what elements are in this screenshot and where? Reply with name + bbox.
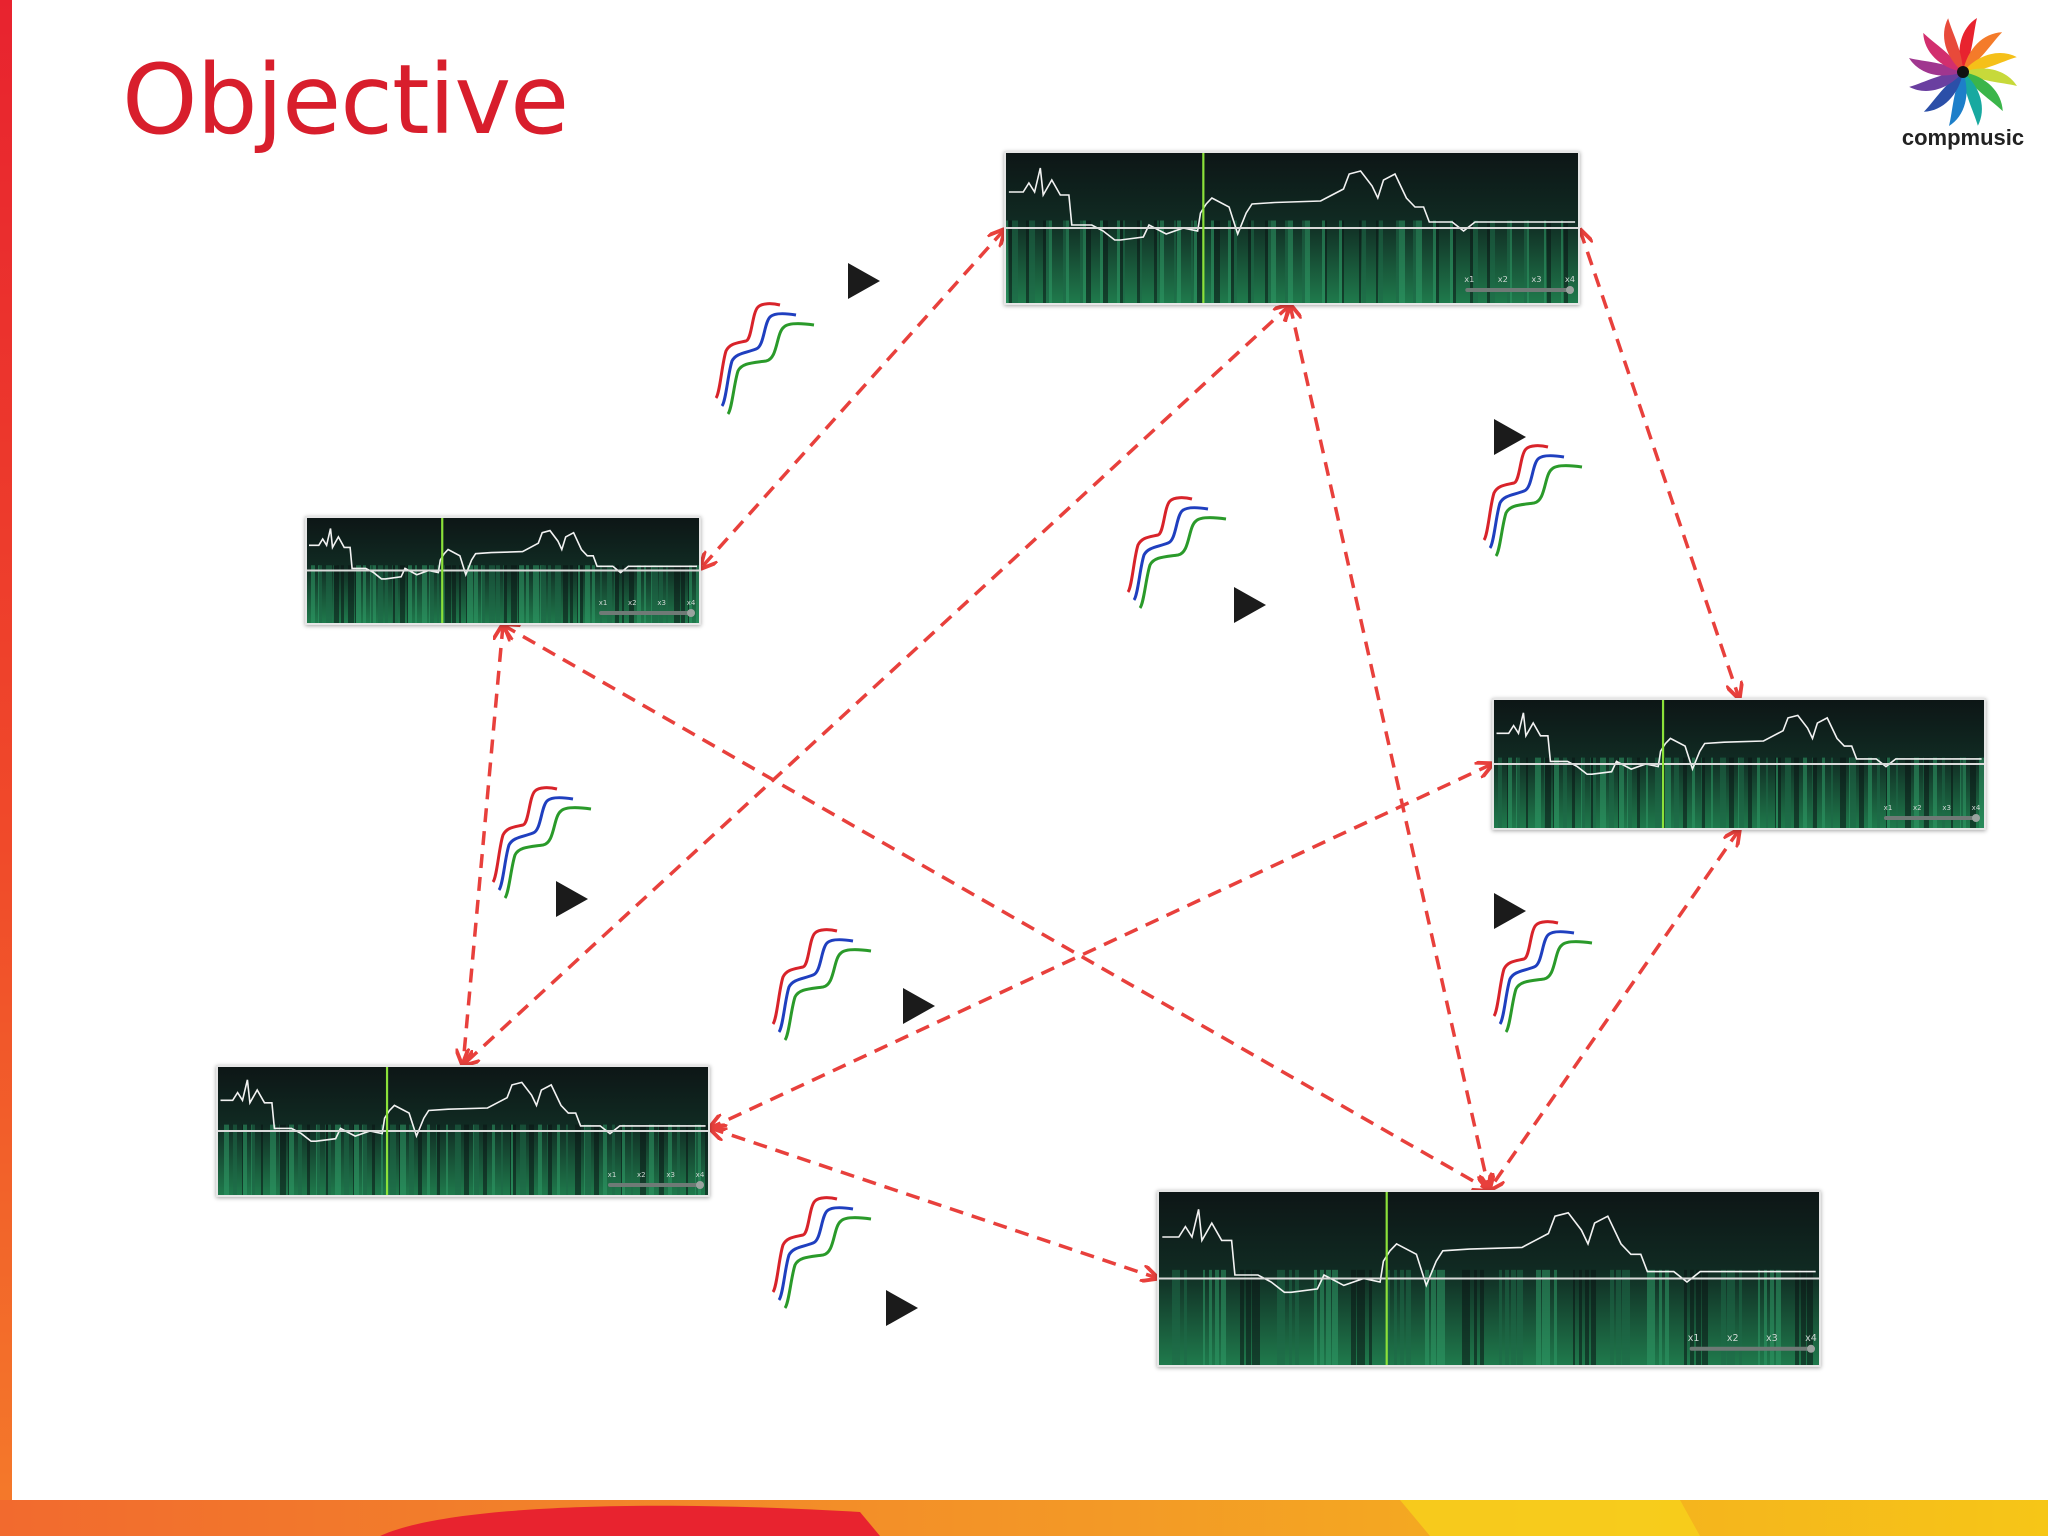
audio-player-p3[interactable]: x1 x2 x3 x4 [1492, 698, 1986, 830]
logo-text: compmusic [1901, 125, 2025, 150]
bottom-brand-band [0, 1500, 2048, 1536]
zoom-label[interactable]: x2 [1913, 803, 1922, 812]
connection-arrow-p3-p4 [710, 764, 1492, 1128]
zoom-slider-track[interactable] [608, 1183, 704, 1187]
zoom-label[interactable]: x4 [696, 1170, 705, 1179]
connection-arrow-p1-p5 [1290, 305, 1489, 1190]
zoom-slider-handle[interactable] [696, 1181, 704, 1189]
zoom-label[interactable]: x3 [1942, 803, 1951, 812]
connection-arrow-p1-p4 [463, 305, 1290, 1065]
zoom-label[interactable]: x1 [1884, 803, 1893, 812]
play-icon[interactable] [903, 988, 935, 1024]
zoom-label[interactable]: x4 [687, 599, 696, 607]
zoom-slider-handle[interactable] [1566, 286, 1574, 294]
zoom-label[interactable]: x4 [1565, 274, 1575, 284]
play-icon[interactable] [1234, 587, 1266, 623]
zoom-slider-handle[interactable] [687, 609, 695, 617]
compmusic-spiral-logo-icon [1909, 18, 2017, 126]
connection-arrow-p3-p5 [1489, 830, 1739, 1190]
zoom-label[interactable]: x3 [666, 1170, 675, 1179]
play-icon[interactable] [1494, 419, 1526, 455]
connection-arrow-p1-p3 [1580, 230, 1739, 698]
pitch-contour-icon [771, 1196, 873, 1310]
audio-player-p4[interactable]: x1 x2 x3 x4 [216, 1065, 710, 1197]
pitch-contour-icon [771, 928, 873, 1042]
zoom-slider-track[interactable] [1689, 1346, 1815, 1351]
pitch-contour-icon [714, 302, 816, 416]
zoom-label[interactable]: x1 [1464, 274, 1474, 284]
zoom-slider-track[interactable] [1884, 816, 1980, 820]
zoom-label[interactable]: x3 [657, 599, 666, 607]
pitch-contour-icon [1126, 496, 1228, 610]
audio-player-p5[interactable]: x1 x2 x3 x4 [1157, 1190, 1821, 1367]
play-icon[interactable] [556, 881, 588, 917]
zoom-label[interactable]: x2 [628, 599, 637, 607]
pitch-contour-icon [1492, 920, 1594, 1034]
zoom-label[interactable]: x4 [1805, 1333, 1817, 1344]
zoom-label[interactable]: x2 [637, 1170, 646, 1179]
zoom-slider-handle[interactable] [1807, 1344, 1815, 1353]
zoom-label[interactable]: x4 [1972, 803, 1981, 812]
zoom-label[interactable]: x2 [1727, 1333, 1739, 1344]
connection-arrow-p4-p5 [710, 1128, 1157, 1278]
zoom-slider-track[interactable] [1465, 288, 1574, 292]
zoom-slider-track[interactable] [599, 611, 695, 615]
connection-arrow-p2-p4 [463, 625, 503, 1065]
play-icon[interactable] [1494, 893, 1526, 929]
zoom-label[interactable]: x1 [608, 1170, 617, 1179]
zoom-label[interactable]: x1 [599, 599, 608, 607]
zoom-label[interactable]: x3 [1766, 1333, 1778, 1344]
compmusic-logo: compmusic [1896, 8, 2030, 154]
left-accent-bar [0, 0, 12, 1536]
pitch-contour-icon [491, 786, 593, 900]
audio-player-p2[interactable]: x1 x2 x3 x4 [305, 516, 701, 625]
slide-title: Objective [122, 44, 569, 156]
audio-player-p1[interactable]: x1 x2 x3 x4 [1004, 151, 1580, 305]
connections-layer [463, 230, 1739, 1278]
zoom-label[interactable]: x3 [1531, 274, 1541, 284]
connection-diagram [0, 0, 2048, 1326]
play-icon[interactable] [848, 263, 880, 299]
zoom-label[interactable]: x2 [1498, 274, 1508, 284]
pitch-contour-icon [1482, 444, 1584, 558]
zoom-slider-handle[interactable] [1972, 814, 1980, 822]
play-icon[interactable] [886, 1290, 918, 1326]
zoom-label[interactable]: x1 [1688, 1333, 1700, 1344]
